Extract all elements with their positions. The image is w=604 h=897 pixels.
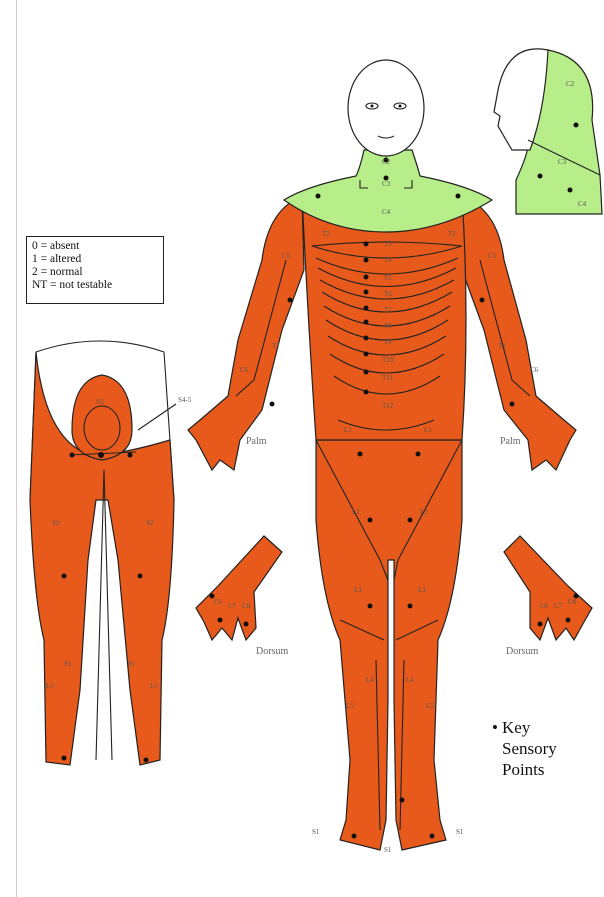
label-t12: T12: [382, 402, 394, 410]
label-c4: C4: [382, 208, 391, 216]
profile-label-c2: C2: [566, 80, 575, 88]
hand-left-c7: C7: [228, 602, 237, 610]
hand-left-c8: C8: [242, 602, 251, 610]
label-t7: T7: [384, 306, 392, 314]
hand-left-c6: C6: [214, 598, 223, 606]
label-c6-left: C6: [240, 366, 249, 374]
label-s1-left: S1: [64, 660, 72, 668]
label-c3: C3: [382, 180, 391, 188]
label-t1-right: T1: [498, 342, 506, 350]
label-l5-left: L5: [346, 702, 354, 710]
label-s1-right: S1: [456, 828, 464, 836]
label-s3: S3: [96, 398, 104, 406]
label-l5-left: L5: [46, 682, 54, 690]
hand-right-c6: C6: [540, 602, 549, 610]
label-s1-left: S1: [312, 828, 320, 836]
label-t2-right: T2: [448, 230, 456, 238]
label-s1-center: S1: [384, 846, 392, 854]
legend-item: NT = not testable: [32, 279, 158, 292]
label-l5-right: L5: [150, 682, 158, 690]
label-t4: T4: [384, 256, 392, 264]
label-l3-left: L3: [354, 586, 362, 594]
label-l4-left: L4: [366, 676, 374, 684]
key-sensory-points-note: •Key Sensory Points: [492, 717, 557, 780]
legend-item: 2 = normal: [32, 266, 158, 279]
label-t3: T3: [384, 240, 392, 248]
sacral-region: [72, 375, 132, 460]
hand-right-c7: C7: [554, 602, 563, 610]
label-c2: C2: [382, 158, 391, 166]
posterior-view: S4-5 S3 S2 S2 S1 S1 L5 L5: [30, 341, 192, 765]
label-t8: T8: [384, 322, 392, 330]
legend-item: 0 = absent: [32, 240, 158, 253]
label-t5: T5: [384, 274, 392, 282]
label-l5-right: L5: [426, 702, 434, 710]
scoring-legend: 0 = absent 1 = altered 2 = normal NT = n…: [26, 236, 164, 304]
profile-label-c3: C3: [558, 158, 567, 166]
label-l3-right: L3: [418, 586, 426, 594]
head-profile-view: C2 C3 C4: [494, 49, 602, 214]
legs: [316, 440, 462, 850]
right-arm: [462, 196, 576, 470]
label-s2-left: S2: [52, 519, 60, 527]
label-s1-right: S1: [128, 660, 136, 668]
dorsum-label-left: Dorsum: [256, 646, 288, 657]
palm-label-left: Palm: [246, 436, 267, 447]
face: [348, 60, 424, 156]
label-c5-right: C5: [488, 252, 497, 260]
label-t9: T9: [384, 338, 392, 346]
label-t11: T11: [382, 374, 394, 382]
label-l1-right: L1: [424, 426, 432, 434]
label-l1-left: L1: [344, 426, 352, 434]
label-c6-right: C6: [530, 366, 539, 374]
label-s2-right: S2: [146, 519, 154, 527]
palm-label-right: Palm: [500, 436, 521, 447]
left-hand-dorsum: C6 C7 C8: [196, 536, 282, 640]
hand-right-c8: C8: [568, 598, 577, 606]
dorsum-label-right: Dorsum: [506, 646, 538, 657]
bullet-icon: •: [492, 717, 502, 738]
right-hand-dorsum: C6 C7 C8: [504, 536, 592, 640]
label-t2-left: T2: [322, 230, 330, 238]
legend-item: 1 = altered: [32, 253, 158, 266]
label-l2-right: L2: [420, 508, 428, 516]
label-t6: T6: [384, 290, 392, 298]
left-arm: [188, 196, 304, 470]
key-line: Points: [492, 759, 557, 780]
label-t10: T10: [382, 356, 394, 364]
label-s4-5: S4-5: [178, 396, 192, 404]
label-l2-left: L2: [352, 508, 360, 516]
key-line: Sensory: [492, 738, 557, 759]
label-c5-left: C5: [282, 252, 291, 260]
key-line: Key: [502, 718, 530, 737]
profile-label-c4: C4: [578, 200, 587, 208]
label-l4-right: L4: [406, 676, 414, 684]
label-t1-left: T1: [272, 342, 280, 350]
